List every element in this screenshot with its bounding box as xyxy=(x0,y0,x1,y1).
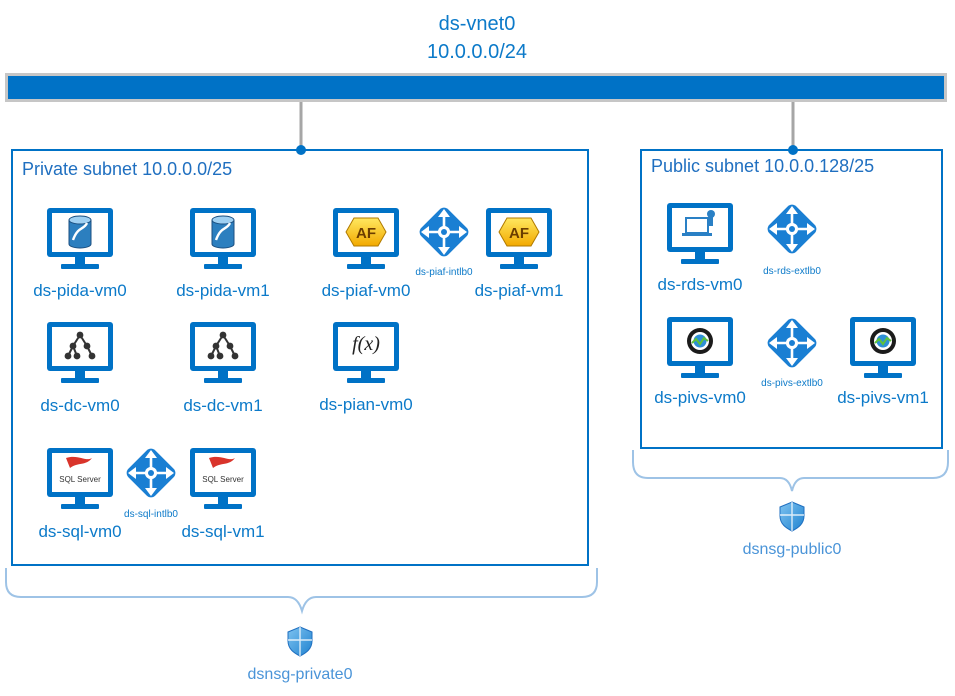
pi-vision-icon xyxy=(869,327,897,355)
vm-label: ds-sql-vm1 xyxy=(181,522,264,541)
monitor-icon xyxy=(190,322,256,383)
piaf-vm0[interactable]: AF ds-piaf-vm0 xyxy=(322,208,411,300)
vm-label: ds-sql-vm0 xyxy=(38,522,121,541)
vm-label: ds-pida-vm0 xyxy=(33,281,127,300)
pi-vision-icon xyxy=(686,327,714,355)
function-icon: f(x) xyxy=(352,333,380,355)
database-icon xyxy=(210,214,236,250)
af-icon-text: AF xyxy=(509,225,529,242)
dc-vm1[interactable]: ds-dc-vm1 xyxy=(183,322,263,415)
public-subnet-label: Public subnet 10.0.0.128/25 xyxy=(651,156,874,176)
load-balancer-icon xyxy=(122,444,180,502)
af-icon: AF xyxy=(498,217,540,247)
load-balancer-icon xyxy=(415,203,473,261)
rds-vm0[interactable]: ds-rds-vm0 xyxy=(657,203,743,294)
shield-icon xyxy=(779,501,805,532)
vnet-cidr: 10.0.0.0/24 xyxy=(427,41,527,63)
private-subnet-box xyxy=(11,149,589,566)
af-icon-text: AF xyxy=(356,225,376,242)
public-subnet-connector xyxy=(788,102,798,155)
sql-server-icon-text: SQL Server xyxy=(59,475,101,484)
pivs-vm0[interactable]: ds-pivs-vm0 xyxy=(654,317,746,407)
lb-label: ds-rds-extlb0 xyxy=(763,266,821,277)
database-icon xyxy=(67,214,93,250)
load-balancer-icon xyxy=(763,314,821,372)
lb-label: ds-pivs-extlb0 xyxy=(761,378,823,389)
sql-server-icon-text: SQL Server xyxy=(202,475,244,484)
sql-server-icon: SQL Server xyxy=(59,456,101,484)
private-nsg-label: dsnsg-private0 xyxy=(248,666,353,683)
sql-vm1[interactable]: SQL Server ds-sql-vm1 xyxy=(181,448,265,541)
shield-icon xyxy=(287,626,313,657)
sql-intlb0[interactable]: ds-sql-intlb0 xyxy=(122,444,180,520)
remote-desktop-icon xyxy=(682,210,715,236)
vm-label: ds-piaf-vm0 xyxy=(322,281,411,300)
private-nsg-bracket xyxy=(5,568,598,615)
pivs-vm1[interactable]: ds-pivs-vm1 xyxy=(837,317,929,407)
private-subnet-connector xyxy=(296,102,306,155)
vm-label: ds-pida-vm1 xyxy=(176,281,270,300)
vm-label: ds-rds-vm0 xyxy=(657,275,742,294)
vm-label: ds-pian-vm0 xyxy=(319,395,413,414)
pivs-extlb0[interactable]: ds-pivs-extlb0 xyxy=(761,314,823,389)
lb-label: ds-piaf-intlb0 xyxy=(415,267,473,278)
rds-extlb0[interactable]: ds-rds-extlb0 xyxy=(763,200,821,277)
monitor-icon xyxy=(47,322,113,383)
sql-vm0[interactable]: SQL Server ds-sql-vm0 xyxy=(38,448,122,541)
vnet-bar xyxy=(5,73,947,102)
load-balancer-icon xyxy=(763,200,821,258)
pian-vm0[interactable]: f(x) ds-pian-vm0 xyxy=(319,322,413,414)
vm-label: ds-pivs-vm0 xyxy=(654,388,746,407)
pida-vm0[interactable]: ds-pida-vm0 xyxy=(33,208,127,300)
vm-label: ds-piaf-vm1 xyxy=(475,281,564,300)
piaf-intlb0[interactable]: ds-piaf-intlb0 xyxy=(415,203,473,278)
public-subnet-box xyxy=(640,149,943,449)
vm-label: ds-pivs-vm1 xyxy=(837,388,929,407)
private-subnet-label: Private subnet 10.0.0.0/25 xyxy=(22,159,232,179)
dc-vm0[interactable]: ds-dc-vm0 xyxy=(40,322,120,415)
public-nsg-label: dsnsg-public0 xyxy=(743,541,842,558)
public-nsg-bracket xyxy=(632,450,949,492)
lb-label: ds-sql-intlb0 xyxy=(124,509,178,520)
sql-server-icon: SQL Server xyxy=(202,456,244,484)
pida-vm1[interactable]: ds-pida-vm1 xyxy=(176,208,270,300)
vnet-name: ds-vnet0 xyxy=(439,13,516,35)
vm-label: ds-dc-vm0 xyxy=(40,396,119,415)
af-icon: AF xyxy=(345,217,387,247)
vm-label: ds-dc-vm1 xyxy=(183,396,262,415)
piaf-vm1[interactable]: AF ds-piaf-vm1 xyxy=(475,208,564,300)
